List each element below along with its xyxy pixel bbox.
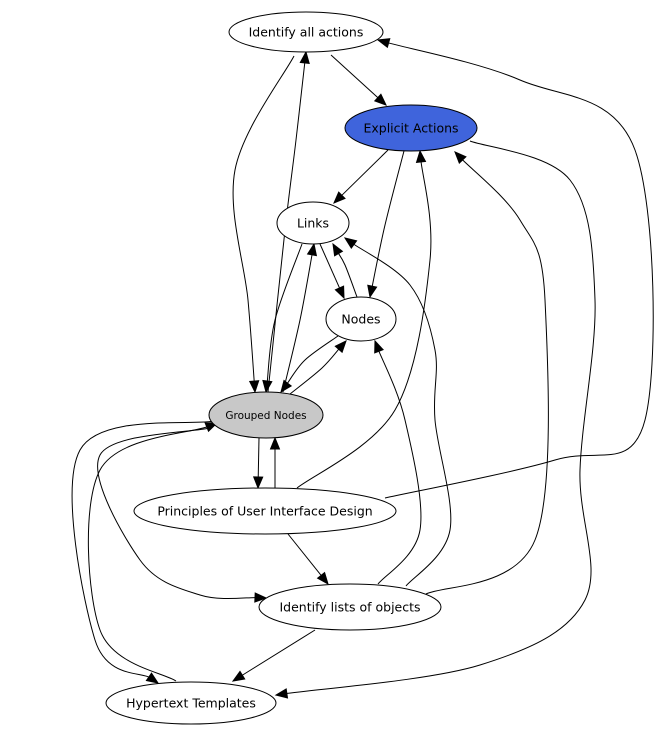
edge-line: [296, 159, 432, 489]
node-ellipse: [133, 487, 397, 535]
edge-principles-to-identify-actions: [376, 38, 654, 499]
node-principles[interactable]: Principles of User Interface Design: [133, 487, 397, 535]
edge-line: [232, 55, 295, 384]
edge-identify-actions-to-explicit-actions: [330, 54, 387, 106]
edge-principles-to-identify-lists: [287, 533, 329, 586]
node-identify-actions[interactable]: Identify all actions: [228, 11, 384, 53]
edges-layer: [71, 38, 654, 699]
edge-identify-lists-to-links: [343, 237, 452, 587]
edge-grouped-nodes-to-principles: [252, 437, 264, 490]
edge-grouped-nodes-to-hypertext: [71, 420, 216, 684]
arrowhead-icon: [306, 242, 318, 257]
edge-line: [287, 533, 323, 578]
edge-grouped-nodes-to-identify-lists: [97, 427, 268, 603]
arrowhead-icon: [299, 50, 310, 64]
node-links[interactable]: Links: [276, 201, 350, 245]
edge-principles-to-grouped-nodes: [269, 436, 281, 488]
edge-line: [377, 349, 422, 585]
node-label: Hypertext Templates: [126, 696, 256, 711]
arrowhead-icon: [343, 237, 358, 249]
arrowhead-icon: [274, 688, 289, 699]
edge-line: [425, 158, 549, 595]
edge-line: [71, 420, 216, 679]
edge-line: [257, 437, 260, 480]
edge-links-to-nodes: [319, 243, 345, 300]
edge-line: [282, 252, 313, 393]
edge-line: [384, 41, 654, 499]
node-hypertext[interactable]: Hypertext Templates: [105, 681, 277, 725]
arrowhead-icon: [454, 151, 467, 164]
node-ellipse: [258, 583, 442, 631]
edge-identify-lists-to-nodes: [374, 339, 422, 585]
edge-line: [266, 243, 303, 384]
node-identify-lists[interactable]: Identify lists of objects: [258, 583, 442, 631]
arrowhead-icon: [280, 379, 293, 394]
node-ellipse: [105, 681, 277, 725]
arrowhead-icon: [145, 672, 160, 684]
arrowhead-icon: [332, 242, 344, 257]
edge-identify-actions-to-grouped-nodes: [232, 55, 295, 394]
arrowhead-icon: [373, 93, 387, 106]
node-label: Grouped Nodes: [225, 410, 306, 422]
node-label: Nodes: [341, 312, 380, 327]
edge-line: [289, 347, 341, 395]
edge-hypertext-to-grouped-nodes: [87, 422, 219, 682]
arrowhead-icon: [376, 38, 391, 49]
node-label: Identify all actions: [249, 25, 364, 40]
arrowhead-icon: [269, 436, 281, 450]
arrowhead-icon: [248, 380, 260, 394]
node-ellipse: [325, 296, 397, 342]
edge-line: [337, 251, 358, 298]
edge-principles-to-explicit-actions: [296, 149, 432, 489]
edge-nodes-to-links: [332, 242, 358, 298]
edge-line: [352, 242, 452, 587]
arrowhead-icon: [334, 285, 345, 300]
edge-line: [267, 60, 306, 393]
arrowhead-icon: [231, 670, 246, 682]
edge-line: [284, 140, 596, 695]
node-label: Principles of User Interface Design: [157, 504, 372, 519]
arrowhead-icon: [367, 284, 378, 299]
edge-line: [240, 629, 316, 677]
arrowhead-icon: [334, 340, 347, 354]
arrowhead-icon: [415, 149, 427, 163]
node-label: Identify lists of objects: [279, 600, 420, 615]
arrowhead-icon: [262, 379, 273, 394]
edge-line: [97, 427, 258, 600]
node-ellipse: [276, 201, 350, 245]
node-nodes[interactable]: Nodes: [325, 296, 397, 342]
edge-links-to-grouped-nodes: [262, 243, 303, 394]
arrowhead-icon: [252, 476, 264, 490]
edge-grouped-nodes-to-links: [282, 242, 318, 393]
arrowhead-icon: [316, 571, 329, 586]
node-grouped-nodes[interactable]: Grouped Nodes: [208, 391, 324, 439]
arrowhead-icon: [333, 191, 346, 204]
node-ellipse: [208, 391, 324, 439]
edge-line: [340, 149, 389, 198]
edge-grouped-nodes-to-nodes: [289, 340, 347, 395]
arrowhead-icon: [254, 592, 268, 603]
edge-grouped-nodes-to-identify-actions: [267, 50, 310, 393]
node-explicit-actions[interactable]: Explicit Actions: [344, 104, 478, 152]
arrowhead-icon: [374, 339, 384, 354]
edge-line: [285, 335, 339, 386]
edge-line: [371, 150, 405, 289]
edge-line: [87, 425, 209, 682]
node-ellipse: [228, 11, 384, 53]
edge-explicit-actions-to-links: [333, 149, 389, 204]
edge-explicit-actions-to-hypertext: [274, 140, 596, 699]
edge-nodes-to-grouped-nodes: [280, 335, 339, 394]
edge-line: [319, 243, 341, 290]
node-label: Explicit Actions: [363, 121, 458, 136]
node-ellipse: [344, 104, 478, 152]
edge-line: [330, 54, 380, 100]
edge-explicit-actions-to-nodes: [367, 150, 405, 299]
edge-identify-lists-to-explicit-actions: [425, 151, 549, 595]
edge-identify-lists-to-hypertext: [231, 629, 316, 682]
node-label: Links: [297, 216, 329, 231]
